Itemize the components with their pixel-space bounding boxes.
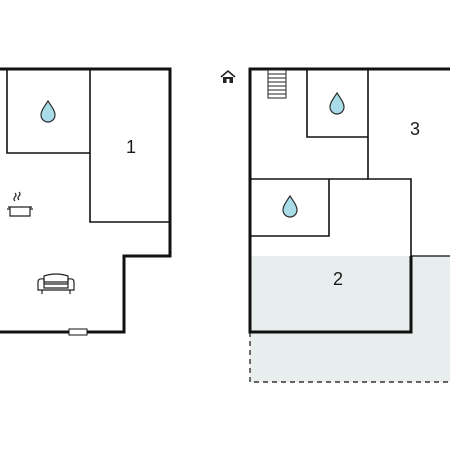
water-drop-icon	[282, 194, 298, 218]
room-2-label: 2	[333, 269, 343, 289]
left-floor: 1	[0, 67, 172, 336]
room-1-wall	[89, 69, 170, 223]
water-drop-icon	[329, 91, 345, 115]
room-3-label: 3	[410, 119, 420, 139]
right-floor-outer-wall	[248, 67, 450, 334]
staircase-icon	[267, 69, 287, 99]
house-icon	[220, 69, 236, 83]
left-bathroom-wall	[6, 69, 90, 154]
right-floor: 3 2	[220, 67, 450, 383]
room-3-wall	[367, 69, 412, 256]
left-floor-outer-wall	[0, 67, 172, 334]
door	[68, 328, 88, 336]
water-drop-icon	[40, 99, 56, 123]
upper-bathroom-wall	[306, 69, 368, 138]
sofa-icon	[37, 273, 75, 294]
terrace-outline	[249, 332, 450, 383]
terrace	[250, 256, 450, 382]
room-1-label: 1	[126, 137, 136, 157]
lower-bathroom-wall	[250, 178, 368, 237]
cooking-pot-icon	[7, 191, 33, 217]
